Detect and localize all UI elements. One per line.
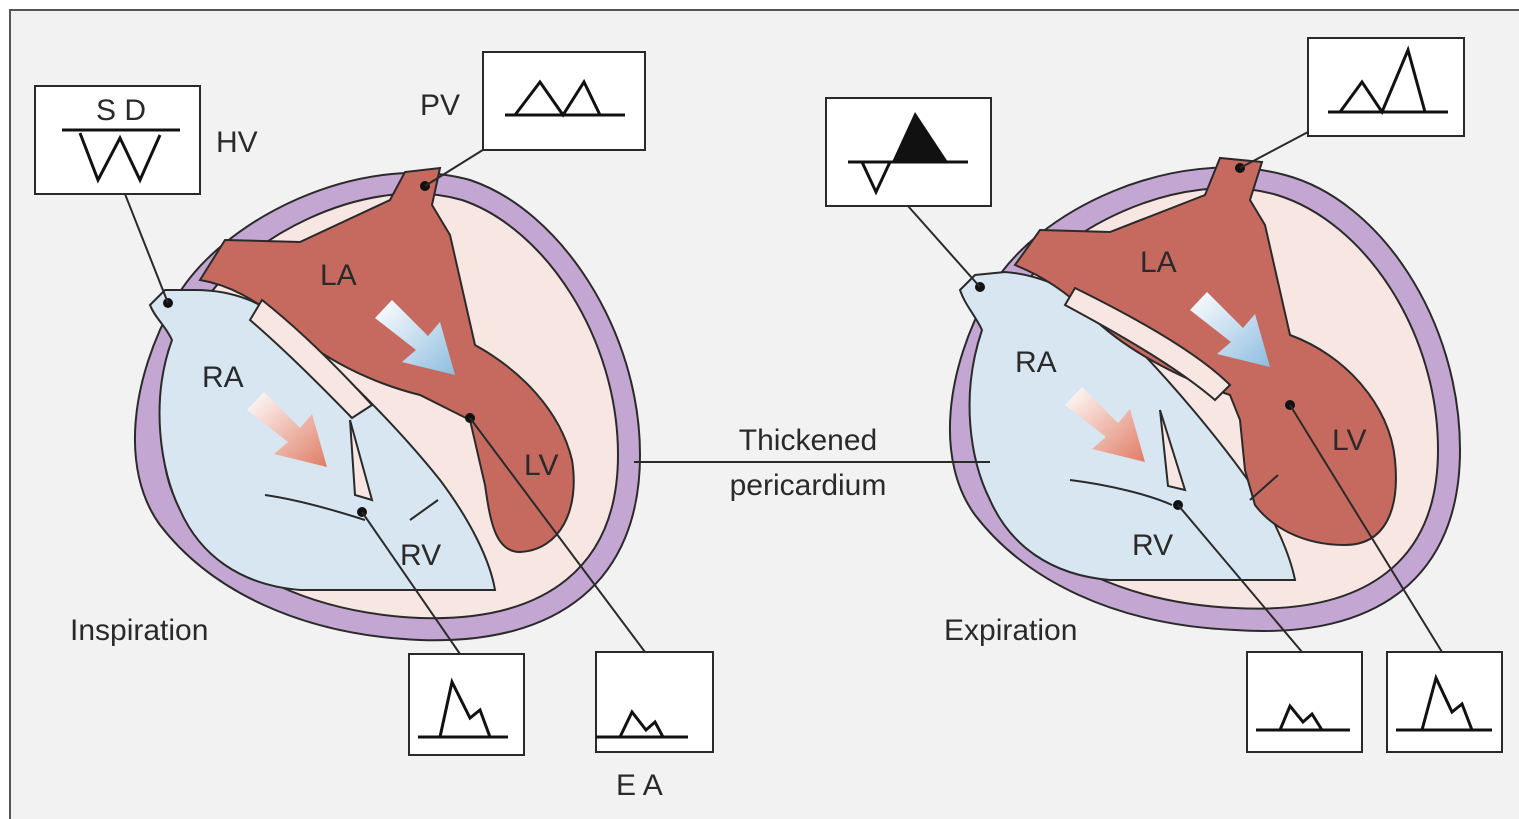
hv-waveform-box-expiration [826,98,991,206]
label-ra-left: RA [202,361,244,394]
label-rv-right: RV [1132,529,1173,562]
label-lv-left: LV [524,449,558,482]
label-ra-right: RA [1015,346,1057,379]
pv-waveform-box [483,52,645,150]
label-lv-right: LV [1332,424,1366,457]
label-ea: E A [616,769,663,802]
tricuspid-waveform-box-expiration [1247,652,1362,752]
pv-waveform-box-expiration [1308,38,1464,136]
label-expiration: Expiration [944,614,1077,647]
label-pericardium: pericardium [730,469,887,502]
mitral-waveform-box [596,652,713,752]
label-pv: PV [420,89,460,122]
label-la-left: LA [320,259,357,292]
hv-waveform-box: S D [35,86,200,194]
label-hv: HV [216,126,258,159]
label-rv-left: RV [400,539,441,572]
label-sd: S D [96,94,146,127]
tricuspid-waveform-box [409,654,524,755]
label-la-right: LA [1140,246,1177,279]
label-thickened: Thickened [739,424,877,457]
mitral-waveform-box-expiration [1387,652,1502,752]
label-inspiration: Inspiration [70,614,208,647]
